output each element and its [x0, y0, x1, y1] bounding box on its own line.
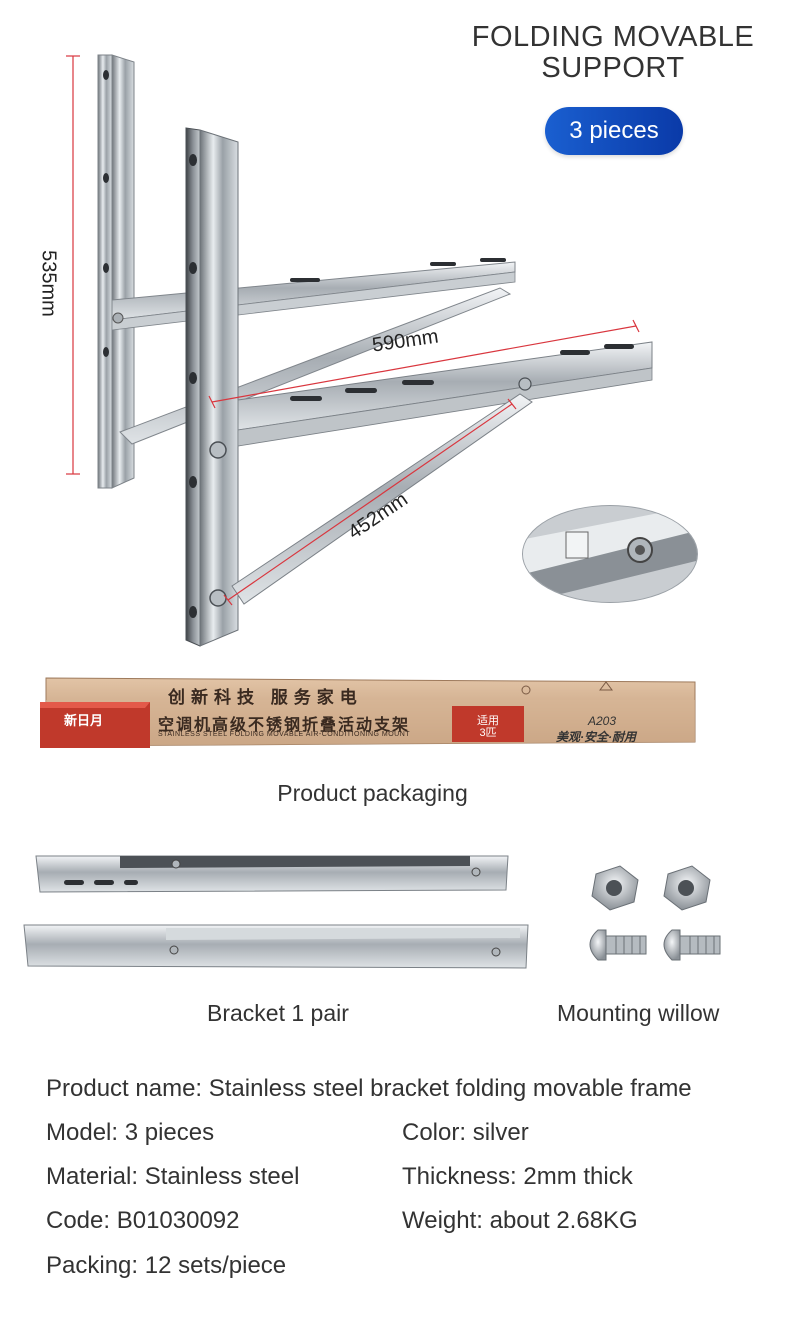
page-title: FOLDING MOVABLE SUPPORT — [448, 22, 778, 84]
height-dimension-label: 535mm — [37, 250, 60, 317]
height-dimension-line — [66, 55, 80, 475]
spec-thickness: Thickness: 2mm thick — [402, 1163, 633, 1190]
mounting-caption: Mounting willow — [557, 1000, 720, 1026]
hinge-detail-photo — [522, 505, 698, 603]
title-line-2: SUPPORT — [541, 52, 685, 84]
front-bracket — [185, 127, 653, 647]
carriage-bolt-2 — [663, 929, 721, 961]
spec-color: Color: silver — [402, 1119, 529, 1146]
spec-model: Model: 3 pieces — [46, 1119, 215, 1146]
packaging-slogan-bottom: 美观·安全·耐用 — [556, 730, 636, 744]
spec-code: Code: B01030092 — [46, 1207, 240, 1234]
diagonal-dimension-line — [223, 398, 517, 606]
flange-nut-2 — [663, 865, 711, 911]
spec-packing: Packing: 12 sets/piece — [46, 1252, 287, 1279]
spec-material: Material: Stainless steel — [46, 1163, 300, 1190]
packaging-tag-line-1: 适用 — [477, 715, 499, 727]
packaging-tag-line-2: 3匹 — [479, 727, 497, 739]
spec-product-name: Product name: Stainless steel bracket fo… — [46, 1075, 692, 1102]
carriage-bolt-1 — [589, 929, 647, 961]
length-dimension-line — [208, 319, 640, 409]
packaging-box — [40, 677, 696, 748]
packaging-model-code: A203 — [588, 714, 617, 728]
bracket-caption: Bracket 1 pair — [207, 1000, 349, 1026]
flange-nut-1 — [591, 865, 639, 911]
packaging-caption: Product packaging — [277, 780, 468, 806]
packaging-capacity-tag: 适用 3匹 — [460, 715, 516, 739]
folded-brackets-pair — [23, 855, 529, 969]
packaging-slogan-top: 创新科技 服务家电 — [168, 688, 363, 707]
packaging-product-name-en: STAINLESS STEEL FOLDING MOVABLE AIR-COND… — [158, 731, 411, 738]
product-illustration — [23, 54, 721, 969]
title-line-1: FOLDING MOVABLE — [471, 21, 755, 53]
mounting-hardware — [589, 865, 721, 961]
packaging-brand-logo: 新日月 — [64, 713, 104, 728]
packaging-product-name-cn: 空调机高级不锈钢折叠活动支架 — [158, 717, 411, 734]
pieces-badge: 3 pieces — [545, 107, 683, 155]
spec-weight: Weight: about 2.68KG — [402, 1207, 638, 1234]
